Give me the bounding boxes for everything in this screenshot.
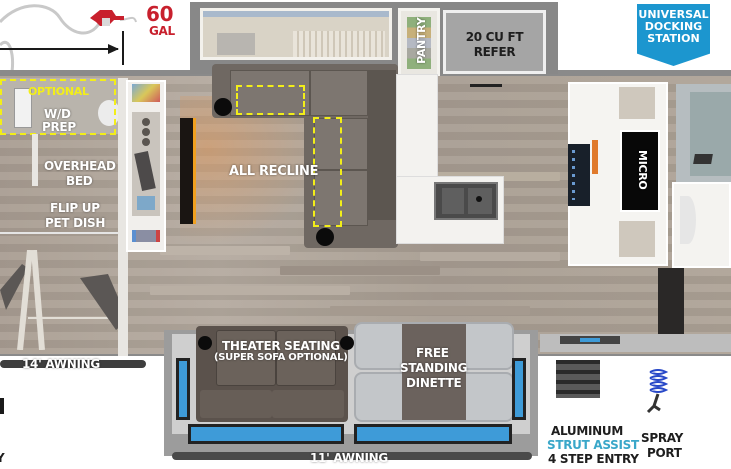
universal-docking-station-badge: UNIVERSAL DOCKING STATION — [637, 4, 710, 66]
dinette-label-line-2: STANDING — [400, 361, 468, 375]
refrigerator: 20 CU FT REFER — [443, 10, 546, 74]
microwave: MICRO — [620, 130, 660, 212]
all-recline-label: ALL RECLINE — [229, 164, 319, 179]
refer-label-line-1: 20 CU FT — [465, 30, 524, 44]
overhead-bed-label-line-1: OVERHEAD — [44, 159, 116, 173]
micro-label: MICRO — [635, 150, 649, 190]
entry-steps — [556, 360, 600, 398]
storage-hatch — [188, 424, 344, 444]
entry-label-line-3: 4 STEP ENTRY — [548, 452, 639, 466]
recliner-outline — [236, 85, 305, 115]
pantry-label: PANTRY — [415, 17, 429, 64]
awning-14-label: 14' AWNING — [22, 357, 100, 371]
dinette-label-line-1: FREE — [416, 346, 449, 360]
dinette-label-line-3: DINETTE — [406, 376, 462, 390]
entertainment-wall — [118, 78, 128, 356]
fireplace-glow — [180, 96, 320, 246]
awning-bar-14 — [0, 360, 146, 368]
fuel-nozzle-icon — [90, 10, 124, 26]
bathroom-sink — [14, 88, 32, 128]
kitchen-sink — [434, 182, 498, 220]
theater-seating-label-line-2: (SUPER SOFA OPTIONAL) — [214, 352, 348, 363]
overhead-cabinets — [200, 8, 392, 60]
cupholder-icon — [198, 336, 212, 350]
cupholder-icon — [316, 228, 334, 246]
entry-label-line-1: ALUMINUM — [551, 424, 623, 438]
fuel-hose-icon — [0, 4, 137, 73]
optional-wd-prep-outline — [0, 79, 116, 135]
badge-line-1: UNIVERSAL — [638, 8, 709, 21]
cut-off-marker — [0, 398, 4, 414]
upper-cabinet — [616, 84, 658, 122]
theater-seating — [196, 326, 348, 422]
bedroom-rail — [0, 232, 118, 234]
fuel-capacity-value: 60 — [146, 2, 174, 26]
kitchen-drawer-handle — [470, 84, 502, 87]
storage-hatch — [354, 424, 512, 444]
overhead-bed-ladder-icon — [0, 250, 120, 350]
entry-door-light — [560, 336, 620, 344]
cupholder-icon — [214, 98, 232, 116]
optional-label: OPTIONAL — [28, 85, 89, 98]
recliner-outline — [313, 117, 342, 227]
spray-port-label-line-2: PORT — [647, 446, 682, 460]
range-hood-light — [592, 140, 598, 174]
cut-off-label: Y — [0, 451, 5, 465]
overhead-bed-label-line-2: BED — [66, 174, 93, 188]
fuel-capacity-unit: GAL — [149, 24, 175, 38]
spray-port-hose-icon — [646, 369, 669, 414]
cooktop — [568, 144, 590, 206]
docking-station-desk — [676, 84, 731, 184]
bath-vanity — [672, 182, 731, 268]
spray-port-label-line-1: SPRAY — [641, 431, 684, 445]
wd-prep-label-line-1: W/D — [44, 107, 71, 121]
window-left — [176, 358, 190, 420]
cupholder-icon — [340, 336, 354, 350]
awning-bar-11 — [172, 452, 532, 460]
fuel-graphic: 60 GAL — [0, 0, 180, 73]
electric-fireplace — [180, 118, 196, 224]
wd-prep-label-line-2: PREP — [42, 120, 76, 134]
entertainment-cabinet — [126, 80, 166, 252]
theater-seating-label-line-1: THEATER SEATING — [222, 339, 340, 353]
window-right — [512, 358, 526, 420]
pet-dish-label-line-2: PET DISH — [45, 216, 106, 230]
badge-line-2: DOCKING — [644, 20, 703, 34]
entry-label-line-2: STRUT ASSIST — [547, 438, 639, 452]
bedroom-divider — [32, 134, 38, 186]
pet-dish-label-line-1: FLIP UP — [50, 201, 100, 215]
pantry: PANTRY — [398, 8, 440, 78]
badge-line-3: STATION — [647, 32, 700, 46]
lower-cabinet — [616, 218, 658, 260]
refer-label-line-2: REFER — [473, 45, 516, 59]
right-wall-post — [658, 268, 684, 342]
awning-11-label: 11' AWNING — [310, 451, 388, 465]
